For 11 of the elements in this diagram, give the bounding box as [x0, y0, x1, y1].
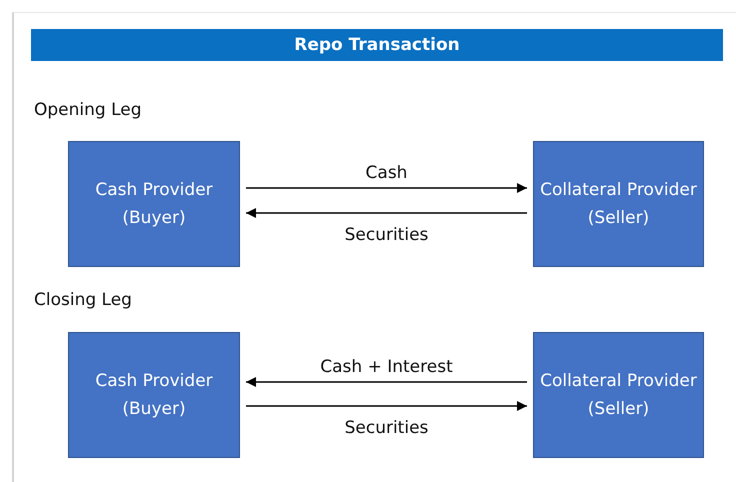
- arrow: [246, 208, 527, 218]
- section-heading: Closing Leg: [34, 290, 132, 310]
- arrow: [246, 183, 527, 193]
- party-box: Collateral Provider (Seller): [533, 141, 704, 267]
- party-box: Collateral Provider (Seller): [533, 332, 704, 458]
- title-banner: Repo Transaction: [31, 29, 723, 61]
- arrow: [246, 377, 527, 387]
- section-heading: Opening Leg: [34, 100, 142, 120]
- party-box: Cash Provider (Buyer): [68, 332, 240, 458]
- party-box: Cash Provider (Buyer): [68, 141, 240, 267]
- arrow: [246, 401, 527, 411]
